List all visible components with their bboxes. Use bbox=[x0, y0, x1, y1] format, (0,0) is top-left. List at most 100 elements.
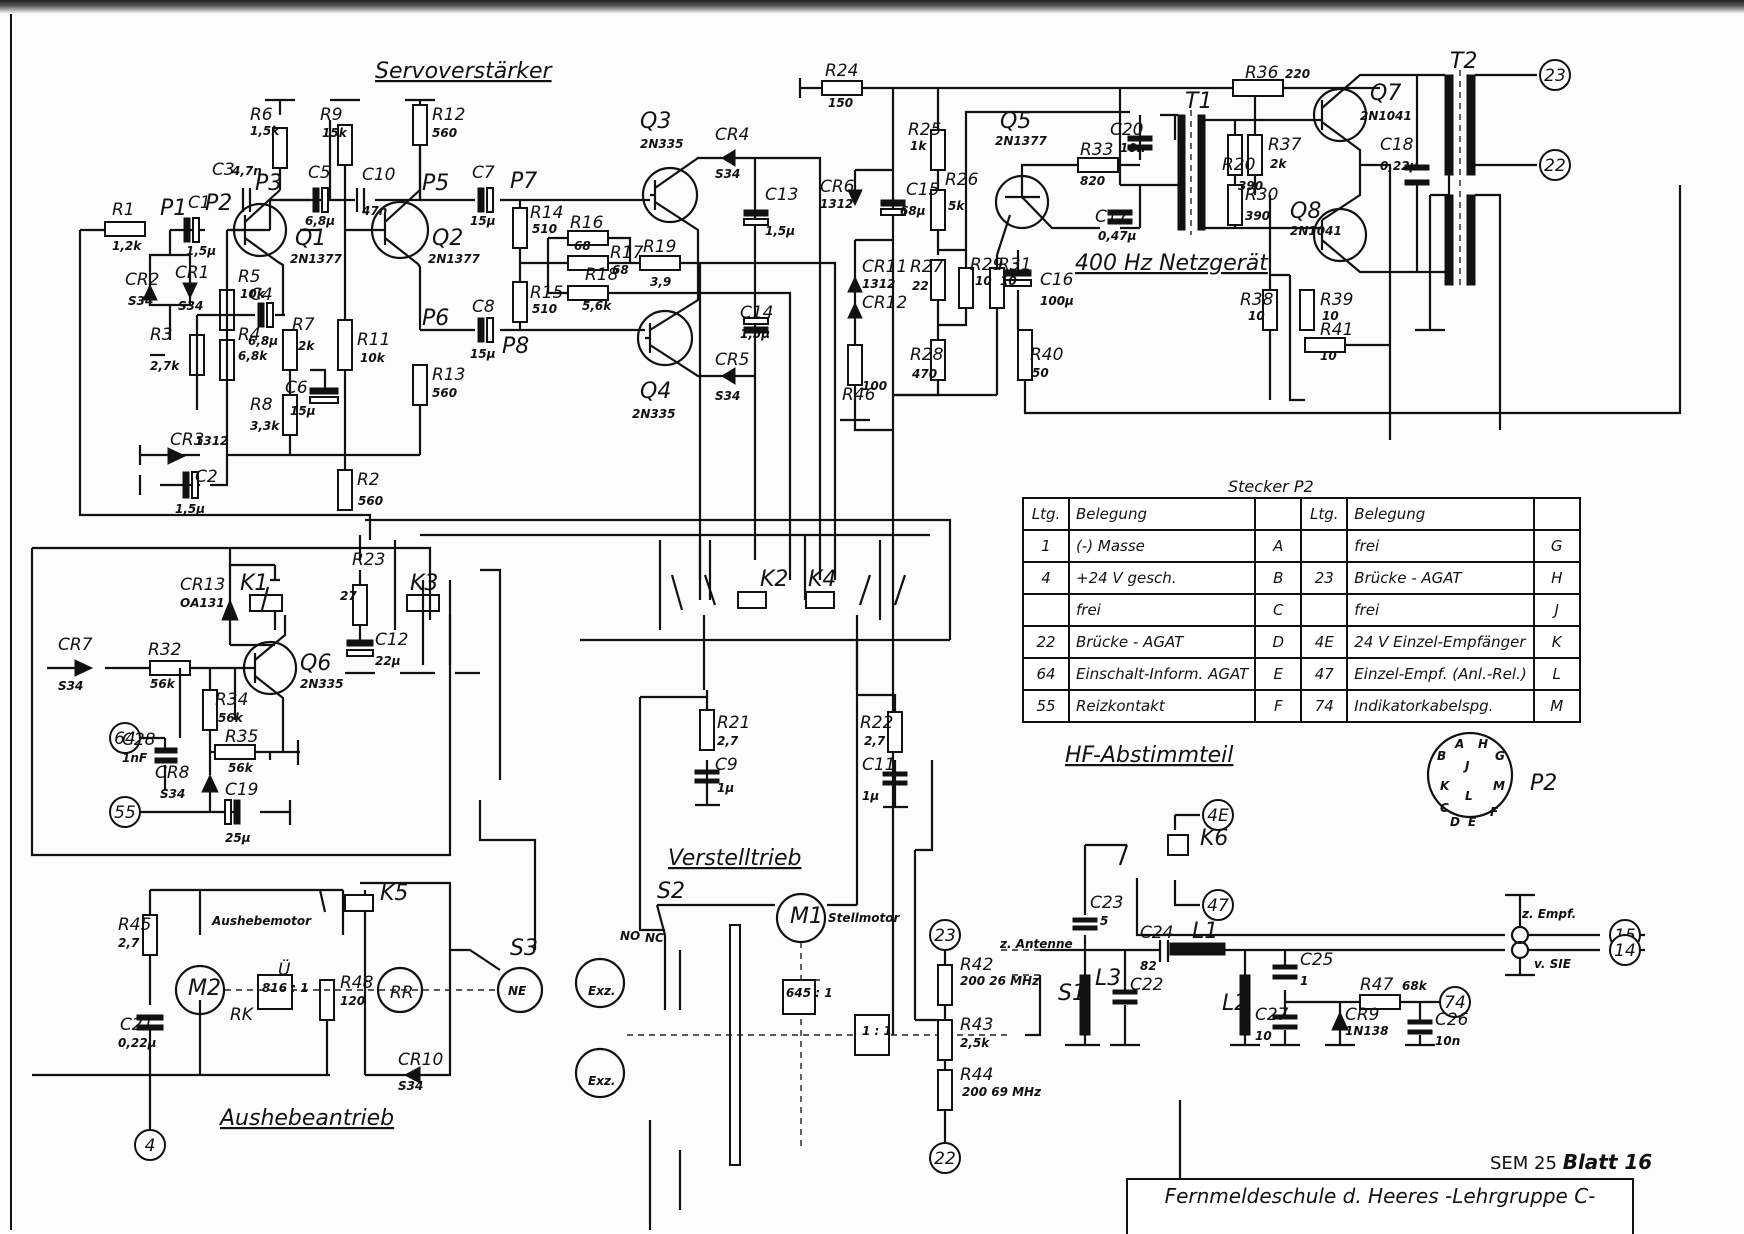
component-value-cr11: 1312 bbox=[862, 277, 895, 291]
component-ref-r6: R6 bbox=[250, 105, 273, 125]
component-value-c3: 4,7n bbox=[231, 164, 262, 178]
sheet-id: SEM 25 bbox=[1490, 1153, 1557, 1174]
component-value-q3: 2N335 bbox=[640, 137, 683, 151]
zener-CR12 bbox=[847, 301, 863, 319]
component-value-r9: 15k bbox=[322, 126, 348, 140]
component-ref-rk: RK bbox=[230, 1005, 255, 1025]
connector-table-cell: Brücke - AGAT bbox=[1346, 561, 1535, 595]
component-value-cr7: S34 bbox=[58, 679, 83, 693]
component-ref-c7: C7 bbox=[472, 163, 495, 183]
component-value-r44: 200 69 MHz bbox=[962, 1085, 1042, 1099]
component-value-c9: 1µ bbox=[717, 781, 734, 795]
component-ref-p5: P5 bbox=[422, 171, 449, 196]
relay-coil-K5 bbox=[344, 894, 374, 912]
section-title-aushebe: Aushebeantrieb bbox=[218, 1106, 394, 1131]
component-ref-r2: R2 bbox=[357, 470, 380, 490]
resistor-R27 bbox=[930, 259, 946, 301]
component-ref-r48: R48 bbox=[340, 973, 374, 993]
component-value-r3: 2,7k bbox=[150, 359, 180, 373]
terminal-label-14: 14 bbox=[1614, 941, 1636, 961]
gearbox-U1 bbox=[782, 979, 816, 1015]
component-value-r38: 10 bbox=[1248, 309, 1265, 323]
resistor-R11 bbox=[337, 319, 353, 371]
component-value-s3: NE bbox=[508, 984, 527, 998]
resistor-R42 bbox=[937, 964, 953, 1006]
component-value-r2: 560 bbox=[358, 494, 383, 508]
connector-table-cell: Einschalt-Inform. AGAT bbox=[1067, 657, 1257, 691]
component-ref-t2: T2 bbox=[1450, 49, 1477, 74]
cam-label-2: Exz. bbox=[588, 1074, 615, 1088]
resistor-R47 bbox=[1359, 994, 1401, 1010]
p2-pin-g: G bbox=[1495, 749, 1505, 763]
diode-CR2 bbox=[142, 283, 158, 301]
resistor-R1 bbox=[104, 221, 146, 237]
inductor-L1 bbox=[1169, 942, 1226, 956]
component-ref-m1: M1 bbox=[790, 904, 823, 929]
component-value-c2: 1,5µ bbox=[175, 502, 205, 516]
connector-table-cell: 74 bbox=[1300, 689, 1349, 723]
component-ref-r3: R3 bbox=[150, 325, 173, 345]
component-ref-r46: R46 bbox=[842, 385, 876, 405]
component-ref-r25: R25 bbox=[908, 120, 941, 140]
component-value-cr9: 1N138 bbox=[1345, 1024, 1388, 1038]
component-value-cr3: 1312 bbox=[195, 434, 228, 448]
component-ref-m2: M2 bbox=[188, 976, 221, 1001]
component-ref-cr9: CR9 bbox=[1345, 1005, 1380, 1025]
component-ref-c4: C4 bbox=[250, 285, 273, 305]
connector-table-header-cell: Belegung bbox=[1346, 497, 1535, 531]
resistor-R6 bbox=[272, 127, 288, 169]
connector-table-header-cell: Ltg. bbox=[1300, 497, 1349, 531]
diode-CR1 bbox=[182, 282, 198, 300]
terminal-74 bbox=[1439, 986, 1471, 1018]
component-value-cr2: S34 bbox=[128, 294, 153, 308]
component-ref-cr4: CR4 bbox=[715, 125, 750, 145]
annotation-no: NO bbox=[620, 929, 640, 943]
connector-table-cell: Einzel-Empf. (Anl.-Rel.) bbox=[1346, 657, 1535, 691]
resistor-R33 bbox=[1077, 157, 1119, 173]
component-ref-c16: C16 bbox=[1040, 270, 1074, 290]
component-ref-s3: S3 bbox=[510, 936, 538, 961]
component-ref-c5: C5 bbox=[308, 163, 331, 183]
component-ref-q3: Q3 bbox=[640, 109, 671, 134]
connector-table-cell: Reizkontakt bbox=[1067, 689, 1257, 723]
component-value-cr4: S34 bbox=[715, 167, 740, 181]
driver-stage-wiring bbox=[512, 149, 837, 580]
servo-amplifier-wiring bbox=[78, 98, 520, 540]
connector-table-cell: F bbox=[1254, 689, 1303, 723]
component-value-q5: 2N1377 bbox=[995, 134, 1047, 148]
component-ref-cr6: CR6 bbox=[820, 177, 855, 197]
component-value-r29: 10 bbox=[975, 274, 992, 288]
component-value-m1: Stellmotor bbox=[828, 911, 900, 925]
component-ref-c22: C22 bbox=[1130, 975, 1164, 995]
component-ref-r38: R38 bbox=[1240, 290, 1274, 310]
component-value-c27: 10 bbox=[1255, 1029, 1272, 1043]
annotation-from-sie: v. SIE bbox=[1534, 957, 1572, 971]
component-value-r32: 56k bbox=[150, 677, 176, 691]
component-value-r18: 5,6k bbox=[582, 299, 612, 313]
component-ref-s1: S1 bbox=[1058, 981, 1086, 1006]
terminal-label-74: 74 bbox=[1444, 993, 1466, 1013]
component-value-c23: 5 bbox=[1100, 914, 1108, 928]
component-value-c13: 1,5µ bbox=[765, 224, 795, 238]
relay-section-wiring bbox=[30, 518, 952, 857]
component-ref-c28: C28 bbox=[122, 730, 156, 750]
connector-table-cell: B bbox=[1254, 561, 1303, 595]
capacitor-C1 bbox=[192, 217, 200, 243]
capacitor-C13 bbox=[743, 218, 769, 226]
component-ref-r21: R21 bbox=[717, 713, 750, 733]
capacitor-C22 bbox=[1112, 999, 1138, 1005]
terminal-label-47: 47 bbox=[1207, 896, 1229, 916]
diode-CR13 bbox=[221, 598, 239, 621]
capacitor-C15 bbox=[880, 208, 906, 216]
component-ref-r43: R43 bbox=[960, 1015, 993, 1035]
connector-table-cell: E bbox=[1254, 657, 1303, 691]
component-value-c6: 15µ bbox=[290, 404, 316, 418]
component-ref-r4: R4 bbox=[238, 325, 261, 345]
inductor-L2 bbox=[1239, 974, 1251, 1036]
component-ref-p8: P8 bbox=[502, 334, 529, 359]
component-ref-c24: C24 bbox=[1140, 923, 1174, 943]
